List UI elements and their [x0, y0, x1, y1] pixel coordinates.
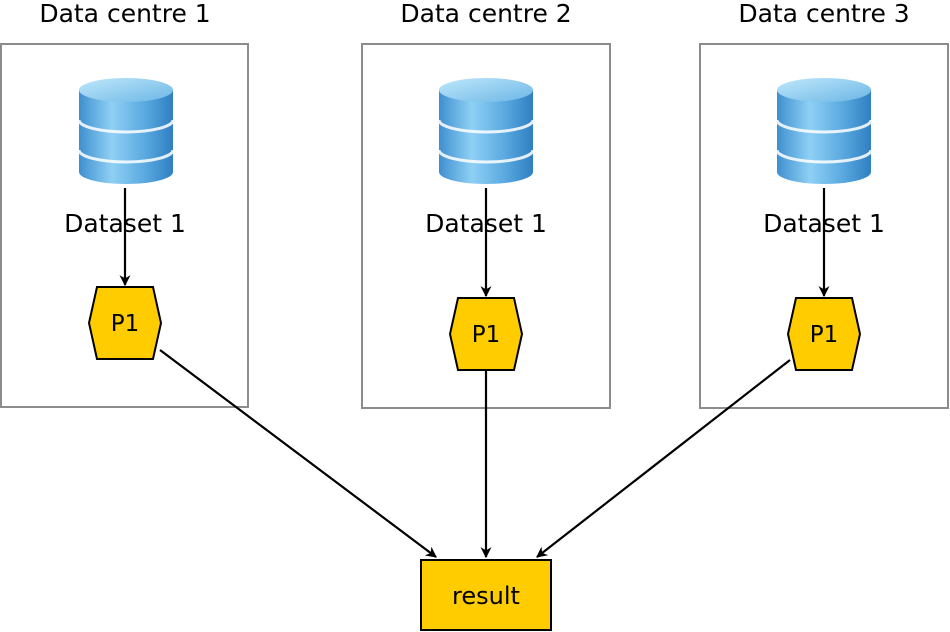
data-centre-title: Data centre 3: [738, 0, 909, 28]
result-box: [420, 559, 552, 631]
database-icon: [775, 78, 873, 184]
data-centre-title: Data centre 2: [400, 0, 571, 28]
data-centre-2: Data centre 2 Dataset 1 P1: [361, 0, 611, 409]
result-node: result: [420, 559, 552, 631]
process-3-to-result-arrow: [536, 359, 791, 558]
process-hexagon: [448, 297, 524, 371]
database-icon: [77, 78, 175, 184]
process-hexagon: [87, 286, 163, 360]
process-label: P1: [472, 322, 501, 348]
process-label: P1: [111, 311, 140, 337]
data-centre-1: Data centre 1 Dataset 1 P1: [0, 0, 249, 408]
process-label: P1: [810, 322, 839, 348]
data-centre-3: Data centre 3 Dataset 1 P1: [699, 0, 949, 409]
process-hexagon: [786, 297, 862, 371]
result-label: result: [452, 582, 520, 610]
data-centre-title: Data centre 1: [39, 0, 210, 28]
database-icon: [437, 78, 535, 184]
process-1-to-result-arrow: [159, 349, 437, 558]
